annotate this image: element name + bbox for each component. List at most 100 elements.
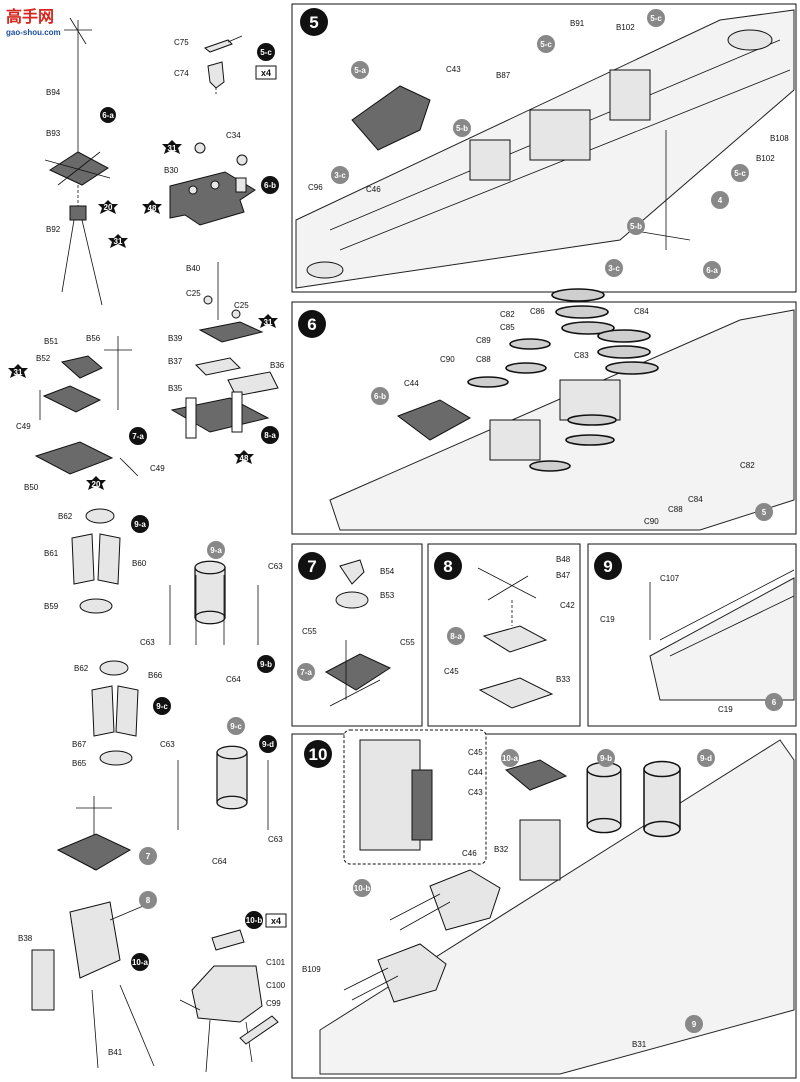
s6-c44: C44: [404, 379, 419, 388]
label-c34: C34: [226, 131, 241, 140]
s5-b91: B91: [570, 19, 585, 28]
s5-c43: C43: [446, 65, 461, 74]
s5-b108: B108: [770, 134, 789, 143]
logo-url: gao-shou.com: [6, 28, 61, 37]
s10-ref-9b: 9-b: [600, 754, 612, 763]
s6-c88-b: C88: [668, 505, 683, 514]
label-b62-b: B62: [74, 664, 89, 673]
s8-ref-8a: 8-a: [450, 632, 462, 641]
subassembly-9a: B62 B61 B60 B59 9-a: [44, 508, 149, 614]
subassembly-10b: C101 C100 C99 10-b x4: [179, 911, 287, 1073]
s6-ref-5: 5: [762, 508, 767, 517]
badge-20: 20: [104, 203, 113, 212]
label-b66: B66: [148, 671, 163, 680]
step-5-panel: 5 B91 B102 C43 B87 C46 C96 B108 B102 5-a…: [291, 3, 797, 293]
s7-c55-a: C55: [302, 627, 317, 636]
s10-c43: C43: [468, 788, 483, 797]
glue-badge-20: [98, 200, 118, 214]
s5-ref-3c: 3-c: [334, 171, 346, 180]
subassembly-10a: B38 B41 7 8 10-a: [18, 796, 157, 1069]
s10-ref-10b: 10-b: [354, 884, 371, 893]
label-c64-9d: C64: [212, 857, 227, 866]
tag-9c: 9-c: [156, 702, 168, 711]
s5-c96: C96: [308, 183, 323, 192]
badge-31: 31: [114, 237, 123, 246]
s9-ref-6: 6: [772, 698, 777, 707]
s9-c19-b: C19: [718, 705, 733, 714]
s5-b102: B102: [616, 23, 635, 32]
step-5-number: 5: [309, 13, 318, 32]
label-b36: B36: [270, 361, 285, 370]
tag-6b: 6-b: [264, 181, 276, 190]
s6-ref-6b: 6-b: [374, 392, 386, 401]
s8-b48: B48: [556, 555, 571, 564]
label-c63-9b-a: C63: [268, 562, 283, 571]
label-b60: B60: [132, 559, 147, 568]
step-9-panel: 9 C107 C19 C19 6: [587, 543, 797, 727]
s10-c46: C46: [462, 849, 477, 858]
s8-c45: C45: [444, 667, 459, 676]
s7-b54: B54: [380, 567, 395, 576]
label-b56: B56: [86, 334, 101, 343]
s5-ref-5b-b: 5-b: [630, 222, 642, 231]
s5-ref-5a: 5-a: [354, 66, 366, 75]
label-b93: B93: [46, 129, 61, 138]
label-c25-a: C25: [186, 289, 201, 298]
label-b94: B94: [46, 88, 61, 97]
label-c63-9d-a: C63: [160, 740, 175, 749]
label-b51: B51: [44, 337, 59, 346]
s5-ref-6a: 6-a: [706, 266, 718, 275]
multiplier-5c: x4: [261, 68, 271, 78]
s10-b32: B32: [494, 845, 509, 854]
subassembly-9d: C63 C63 C64 9-c 9-d: [160, 717, 283, 866]
s8-b33: B33: [556, 675, 571, 684]
tag-9a: 9-a: [134, 520, 146, 529]
s5-ref-3c-b: 3-c: [608, 264, 620, 273]
label-c99: C99: [266, 999, 281, 1008]
s8-c42: C42: [560, 601, 575, 610]
label-c100: C100: [266, 981, 286, 990]
step-7-number: 7: [307, 557, 316, 576]
badge-31-7a: 31: [14, 368, 23, 377]
s7-b53: B53: [380, 591, 395, 600]
subassembly-7a: B56 B51 B52 C49 C49 B50 7-a 31 20: [8, 334, 165, 492]
s10-ref-9d: 9-d: [700, 754, 712, 763]
s6-c90: C90: [440, 355, 455, 364]
s10-c44: C44: [468, 768, 483, 777]
label-c101: C101: [266, 958, 286, 967]
subassembly-6b: C34 B30 6-b 31 48: [142, 131, 279, 226]
tag-7a: 7-a: [132, 432, 144, 441]
label-c74: C74: [174, 69, 189, 78]
subassembly-9b: C63 C63 C64 9-a 9-b: [140, 541, 283, 684]
label-c49-b: C49: [150, 464, 165, 473]
s6-c84: C84: [634, 307, 649, 316]
s8-b47: B47: [556, 571, 571, 580]
tag-5c: 5-c: [260, 48, 272, 57]
step-6-panel: 6 C86 C82 C84 C85 C89 C88 C83 C90 C44 C8…: [291, 288, 797, 535]
label-b39: B39: [168, 334, 183, 343]
tag-6a-badge: [100, 107, 116, 123]
tag-9d: 9-d: [262, 740, 274, 749]
s5-ref-5c-b: 5-c: [650, 14, 662, 23]
s6-c86: C86: [530, 307, 545, 316]
step-7-panel: 7 B54 B53 C55 C55 7-a: [291, 543, 423, 727]
subassembly-5c: C75 C74 5-c x4: [174, 35, 277, 96]
label-b30: B30: [164, 166, 179, 175]
label-c49-a: C49: [16, 422, 31, 431]
label-b50: B50: [24, 483, 39, 492]
s5-ref-5c: 5-c: [540, 40, 552, 49]
label-c63-9d-b: C63: [268, 835, 283, 844]
label-b41: B41: [108, 1048, 123, 1057]
ref-8: 8: [146, 896, 151, 905]
badge-31-6b: 31: [168, 144, 177, 153]
s10-ref-9: 9: [692, 1020, 697, 1029]
lifeboats: [467, 288, 659, 472]
label-b52: B52: [36, 354, 51, 363]
tag-10a: 10-a: [132, 958, 149, 967]
step-6-number: 6: [307, 315, 316, 334]
step-10-number: 10: [309, 745, 328, 764]
multiplier-10b: x4: [271, 916, 281, 926]
subassembly-6a: B94 B93 B92 6-a 20 31: [44, 17, 128, 306]
s6-c89: C89: [476, 336, 491, 345]
s6-c82: C82: [500, 310, 515, 319]
